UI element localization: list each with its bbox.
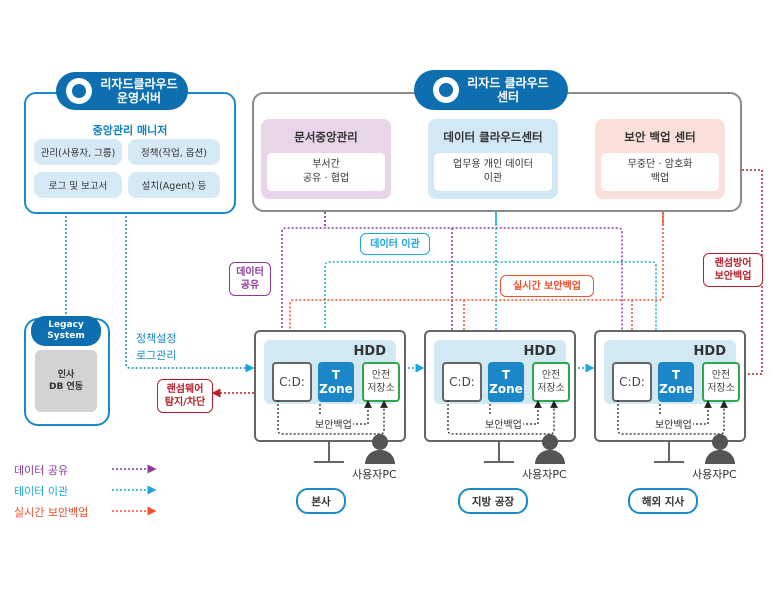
monitor-stand — [668, 440, 670, 462]
site-label-hq: 본사 — [296, 488, 346, 514]
user-icon — [372, 434, 388, 450]
user-icon — [542, 434, 558, 450]
secure-backup-label: 보안백업 — [484, 416, 523, 431]
user-pc-label: 사용자PC — [352, 468, 397, 481]
cell-log-report: 로그 및 보고서 — [34, 172, 122, 198]
legacy-system-header: Legacy System — [31, 316, 101, 346]
secure-backup-label: 보안백업 — [654, 416, 693, 431]
site-label-factory: 지방 공장 — [458, 488, 528, 514]
legend-realtime-backup: 실시간 보안백업 — [14, 506, 89, 519]
monitor-base — [654, 461, 684, 463]
t-zone: T Zone — [488, 362, 524, 402]
legend-data-migration: 테이터 이관 — [14, 485, 69, 498]
policy-log-note: 정책설정 로그관리 — [136, 332, 177, 362]
ops-server-header: 리자드클라우드 운영서버 — [56, 72, 188, 110]
safe-storage: 안전 저장소 — [362, 362, 400, 402]
orange-backup-line — [289, 212, 664, 356]
legend-data-share: 데이터 공유 — [14, 464, 69, 477]
user-icon-body — [365, 450, 395, 464]
tag-data-share: 데이터 공유 — [229, 262, 271, 296]
user-icon — [712, 434, 728, 450]
monitor-base — [484, 461, 514, 463]
tag-realtime-backup: 실시간 보안백업 — [500, 275, 594, 297]
user-pc-label: 사용자PC — [522, 468, 567, 481]
tag-ransom-defense: 랜섬방어 보안백업 — [703, 253, 763, 287]
pc-monitor-branch: HDD C:D: T Zone 안전 저장소 보안백업 — [594, 330, 746, 442]
hr-db-link: 인사 DB 연동 — [35, 350, 97, 412]
hdd-area: HDD C:D: T Zone 안전 저장소 — [604, 340, 740, 404]
pc-monitor-factory: HDD C:D: T Zone 안전 저장소 보안백업 — [424, 330, 576, 442]
safe-storage: 안전 저장소 — [702, 362, 740, 402]
pc-monitor-hq: HDD C:D: T Zone 안전 저장소 보안백업 — [254, 330, 406, 442]
t-zone: T Zone — [318, 362, 354, 402]
cyan-migration-line — [324, 212, 657, 356]
cd-drive: C:D: — [612, 362, 652, 402]
lizard-logo-icon — [66, 78, 93, 104]
t-zone: T Zone — [658, 362, 694, 402]
cell-policy: 정책(작업, 옵션) — [128, 139, 220, 165]
monitor-stand — [328, 440, 330, 462]
policy-line — [125, 212, 255, 373]
user-icon-body — [535, 450, 565, 464]
hdd-label: HDD — [693, 344, 726, 359]
monitor-base — [314, 461, 344, 463]
manager-title: 중앙관리 매니저 — [92, 124, 168, 137]
cloud-center-header: 리자드 클라우드 센터 — [414, 70, 568, 110]
lizard-logo-icon — [433, 77, 460, 103]
hdd-area: HDD C:D: T Zone 안전 저장소 — [264, 340, 400, 404]
hdd-area: HDD C:D: T Zone 안전 저장소 — [434, 340, 570, 404]
hdd-label: HDD — [353, 344, 386, 359]
user-icon-body — [705, 450, 735, 464]
cell-install-agent: 설치(Agent) 등 — [128, 172, 220, 198]
hdd-label: HDD — [523, 344, 556, 359]
secure-backup-label: 보안백업 — [314, 416, 353, 431]
tag-ransom-detect: 랜섬웨어 탐지/차단 — [157, 379, 213, 413]
site-label-branch: 해외 지사 — [628, 488, 698, 514]
cell-user-group: 관리(사용자, 그룹) — [34, 139, 122, 165]
monitor-stand — [498, 440, 500, 462]
tag-data-migration: 데이터 이관 — [360, 233, 430, 255]
cd-drive: C:D: — [272, 362, 312, 402]
cd-drive: C:D: — [442, 362, 482, 402]
user-pc-label: 사용자PC — [692, 468, 737, 481]
